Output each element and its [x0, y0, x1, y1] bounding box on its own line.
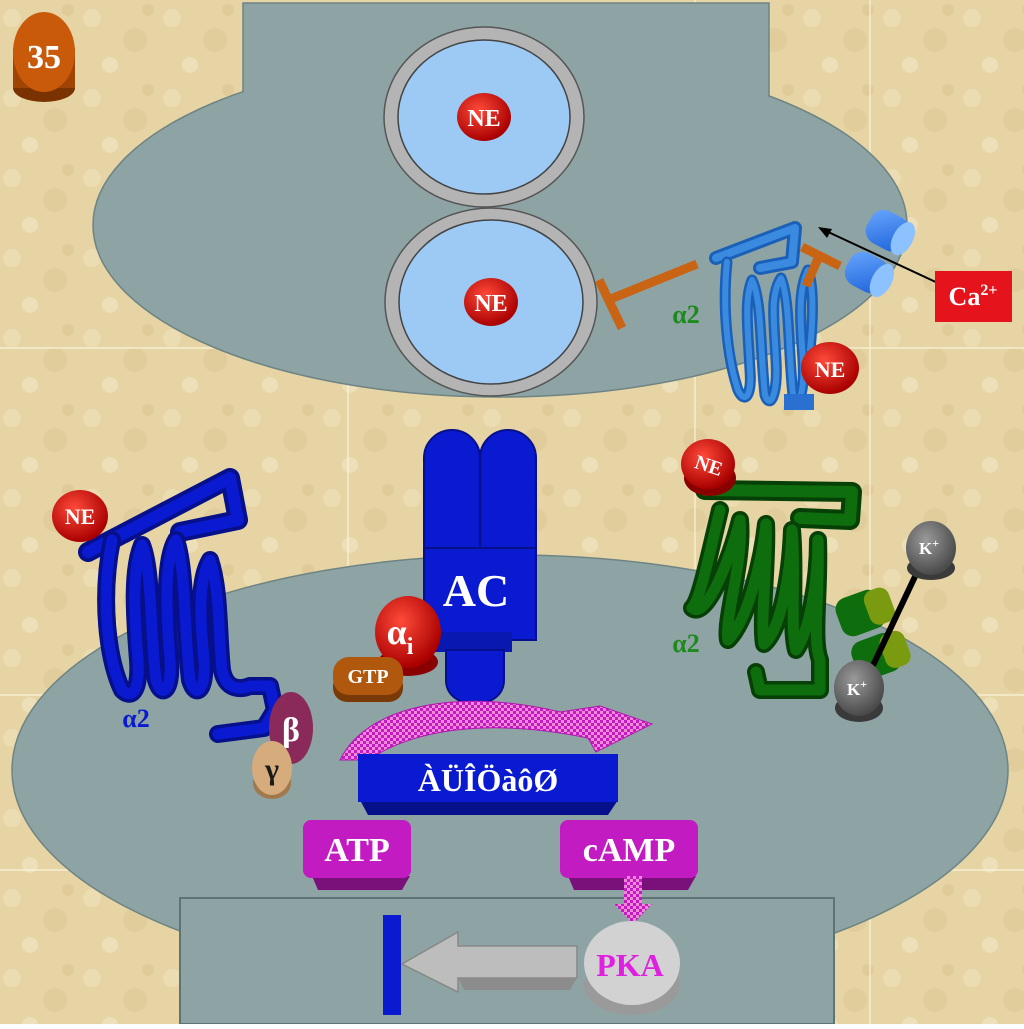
postsynaptic-alpha2-receptor-right — [683, 480, 862, 699]
vesicle-top: NE — [383, 26, 585, 208]
left-receptor-ne-label: NE — [65, 504, 96, 529]
calcium-ion-label: Ca2+ — [949, 282, 998, 311]
camp-to-pka-arrow — [614, 876, 652, 924]
inhibition-symbol-vesicle — [594, 259, 699, 330]
pka-output-arrow — [400, 930, 578, 994]
vesicle-label: NE — [474, 291, 507, 317]
beta-label: β — [282, 712, 300, 749]
calcium-arrow — [818, 227, 941, 285]
alpha-i-label: αi — [387, 612, 414, 660]
gtp-label: GTP — [347, 666, 388, 688]
potassium-ion-bottom: K+ — [834, 660, 884, 722]
atp-label: ATP — [324, 832, 389, 869]
conversion-arrow — [339, 700, 654, 761]
potassium-label-bottom: K+ — [847, 677, 867, 699]
pka-label: PKA — [596, 947, 664, 983]
presynaptic-alpha2-receptor — [709, 221, 818, 410]
potassium-ion-top: K+ — [906, 521, 956, 580]
slide-number: 35 — [27, 39, 61, 76]
presynaptic-receptor-label: α2 — [672, 300, 700, 329]
atp-box: ATP — [303, 820, 411, 890]
left-receptor-ne: NE — [52, 490, 108, 542]
ne-molecule — [457, 93, 511, 141]
postsynaptic-alpha2-receptor-left — [78, 468, 284, 743]
adenylyl-cyclase: AC — [423, 429, 537, 705]
enzyme-bar: ÀÜÎÖàôØ — [358, 754, 618, 815]
ac-label: AC — [443, 565, 509, 616]
vesicle-bottom: NE — [384, 207, 598, 397]
vesicle-label: NE — [467, 106, 500, 132]
gtp: GTP — [333, 657, 403, 702]
calcium-channel — [844, 209, 916, 298]
inhibition-symbol-channel — [799, 242, 843, 288]
enzyme-bar-label: ÀÜÎÖàôØ — [418, 762, 558, 798]
calcium-ion-box: Ca2+ — [935, 271, 1012, 322]
right-receptor-ne: NE — [681, 439, 736, 496]
presynaptic-ne-label: NE — [815, 357, 846, 382]
ne-molecule — [464, 278, 518, 326]
left-receptor-label: α2 — [122, 704, 150, 733]
pka: PKA — [584, 921, 680, 1015]
g-protein-gamma: γ — [252, 741, 292, 799]
presynaptic-ne: NE — [801, 342, 859, 394]
camp-box: cAMP — [560, 820, 698, 890]
potassium-arrow — [865, 564, 923, 678]
slide-number-badge: 35 — [13, 12, 75, 102]
potassium-label-top: K+ — [919, 536, 939, 558]
gamma-label: γ — [264, 753, 279, 786]
target-bar — [383, 915, 401, 1015]
right-receptor-label: α2 — [672, 629, 700, 658]
camp-label: cAMP — [583, 832, 676, 869]
